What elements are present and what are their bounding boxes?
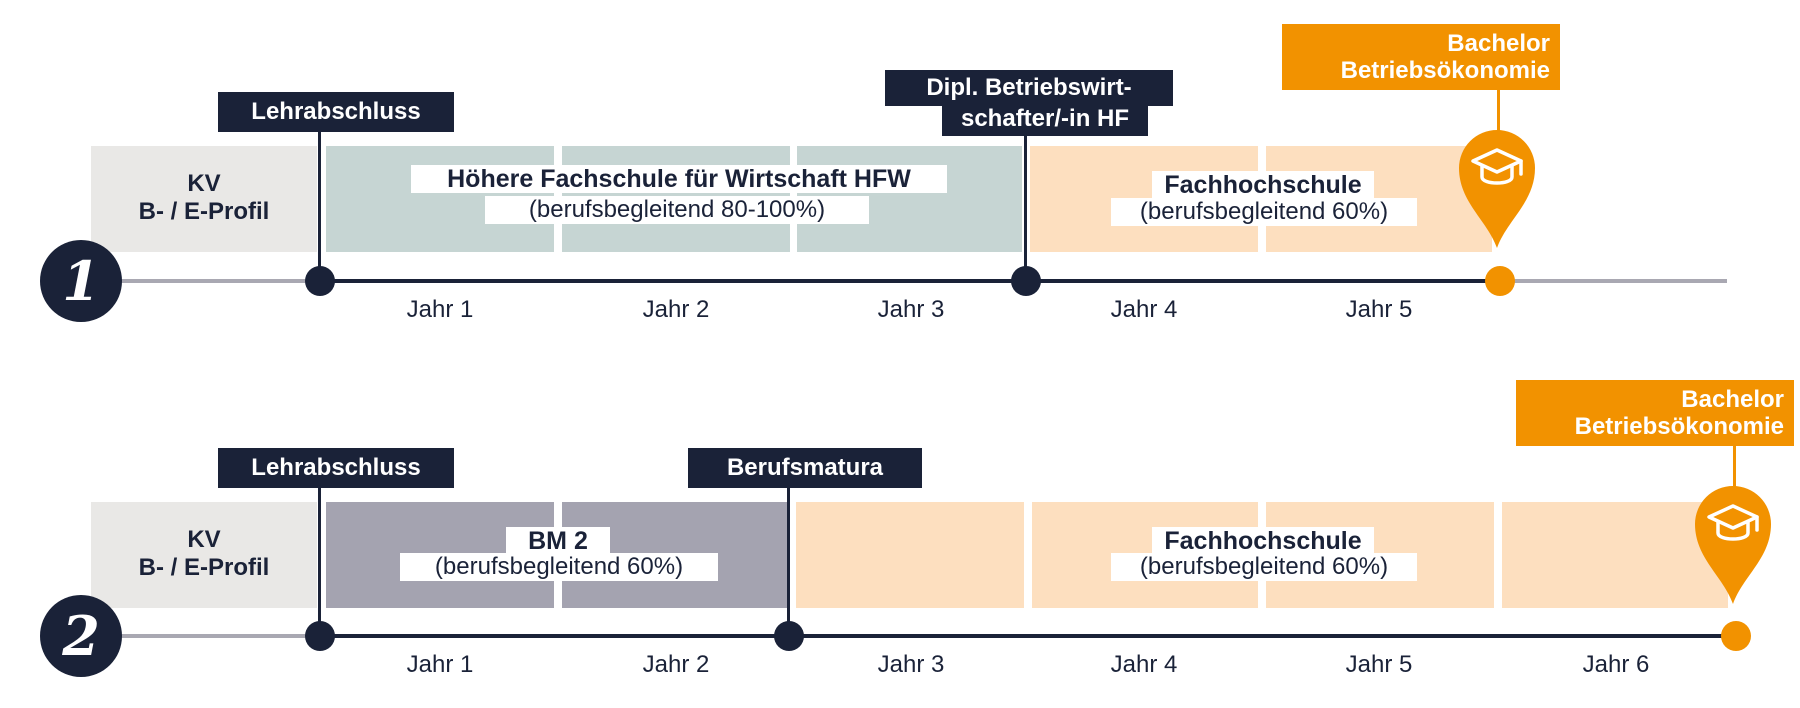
timeline-main: [320, 279, 1490, 283]
fh-label: Fachhochschule: [1152, 171, 1374, 199]
timeline-grey-start: [118, 634, 320, 638]
milestone-hf-line2: schafter/-in HF: [960, 105, 1130, 132]
year-label: Jahr 5: [1345, 296, 1413, 323]
fh-year-3-segment: [796, 502, 1024, 608]
fh-subtitle: (berufsbegleitend 60%): [1139, 198, 1389, 225]
milestone-connector: [318, 486, 321, 636]
year-label: Jahr 2: [642, 296, 710, 323]
milestone-berufsmatura: Berufsmatura: [688, 448, 922, 488]
goal-line1: Bachelor: [1681, 386, 1784, 413]
goal-line2: Betriebsökonomie: [1574, 413, 1784, 440]
hfw-label: Höhere Fachschule für Wirtschaft HFW: [411, 165, 947, 193]
path-number-badge: 2: [40, 595, 122, 677]
fh-year-6-segment: [1502, 502, 1728, 608]
graduation-cap-icon: [1695, 486, 1771, 604]
fh-title: Fachhochschule: [1164, 527, 1362, 555]
goal-dot: [1485, 266, 1515, 296]
goal-dot: [1721, 621, 1751, 651]
kv-profile: B- / E-Profil: [138, 554, 270, 581]
milestone-connector: [1024, 130, 1027, 280]
kv-title: KV: [187, 170, 221, 197]
milestone-lehrabschluss: Lehrabschluss: [218, 448, 454, 488]
milestone-hf-diploma-line2: schafter/-in HF: [942, 104, 1148, 136]
year-label: Jahr 4: [1110, 651, 1178, 678]
goal-connector: [1497, 80, 1500, 136]
year-label: Jahr 6: [1582, 651, 1650, 678]
hfw-subtitle: (berufsbegleitend 80-100%): [528, 196, 826, 223]
timeline-grey-start: [118, 279, 320, 283]
timeline-main: [320, 634, 1725, 638]
kv-label: KV B- / E-Profil: [91, 526, 317, 582]
fh-subtitle-box: (berufsbegleitend 60%): [1111, 553, 1417, 581]
goal-line2: Betriebsökonomie: [1340, 57, 1550, 84]
bm-label: BM 2: [506, 527, 610, 555]
milestone-connector: [318, 130, 321, 280]
goal-bachelor-label: Bachelor Betriebsökonomie: [1282, 24, 1560, 90]
year-label: Jahr 4: [1110, 296, 1178, 323]
fh-label: Fachhochschule: [1152, 527, 1374, 555]
goal-bachelor-label: Bachelor Betriebsökonomie: [1516, 380, 1794, 446]
fh-subtitle-box: (berufsbegleitend 60%): [1111, 198, 1417, 226]
bm-subtitle-box: (berufsbegleitend 60%): [400, 553, 718, 581]
hfw-title: Höhere Fachschule für Wirtschaft HFW: [447, 165, 911, 193]
path-number-badge: 1: [40, 240, 122, 322]
year-label: Jahr 3: [877, 651, 945, 678]
kv-title: KV: [187, 526, 221, 553]
milestone-hf-line1: Dipl. Betriebswirt-: [926, 74, 1132, 101]
bm-title: BM 2: [528, 527, 588, 555]
year-label: Jahr 2: [642, 651, 710, 678]
kv-segment: [91, 146, 317, 252]
goal-line1: Bachelor: [1447, 30, 1550, 57]
year-label: Jahr 5: [1345, 651, 1413, 678]
year-label: Jahr 1: [406, 651, 474, 678]
hfw-subtitle-box: (berufsbegleitend 80-100%): [485, 196, 869, 224]
milestone-connector: [787, 486, 790, 636]
kv-label: KV B- / E-Profil: [91, 170, 317, 226]
milestone-hf-diploma: Dipl. Betriebswirt-: [885, 70, 1173, 106]
timeline-grey-end: [1490, 279, 1727, 283]
year-label: Jahr 1: [406, 296, 474, 323]
kv-profile: B- / E-Profil: [138, 198, 270, 225]
kv-segment: [91, 502, 317, 608]
milestone-lehrabschluss: Lehrabschluss: [218, 92, 454, 132]
fh-title: Fachhochschule: [1164, 171, 1362, 199]
goal-connector: [1733, 436, 1736, 492]
graduation-cap-icon: [1459, 130, 1535, 248]
bm-subtitle: (berufsbegleitend 60%): [434, 553, 684, 580]
year-label: Jahr 3: [877, 296, 945, 323]
fh-subtitle: (berufsbegleitend 60%): [1139, 553, 1389, 580]
